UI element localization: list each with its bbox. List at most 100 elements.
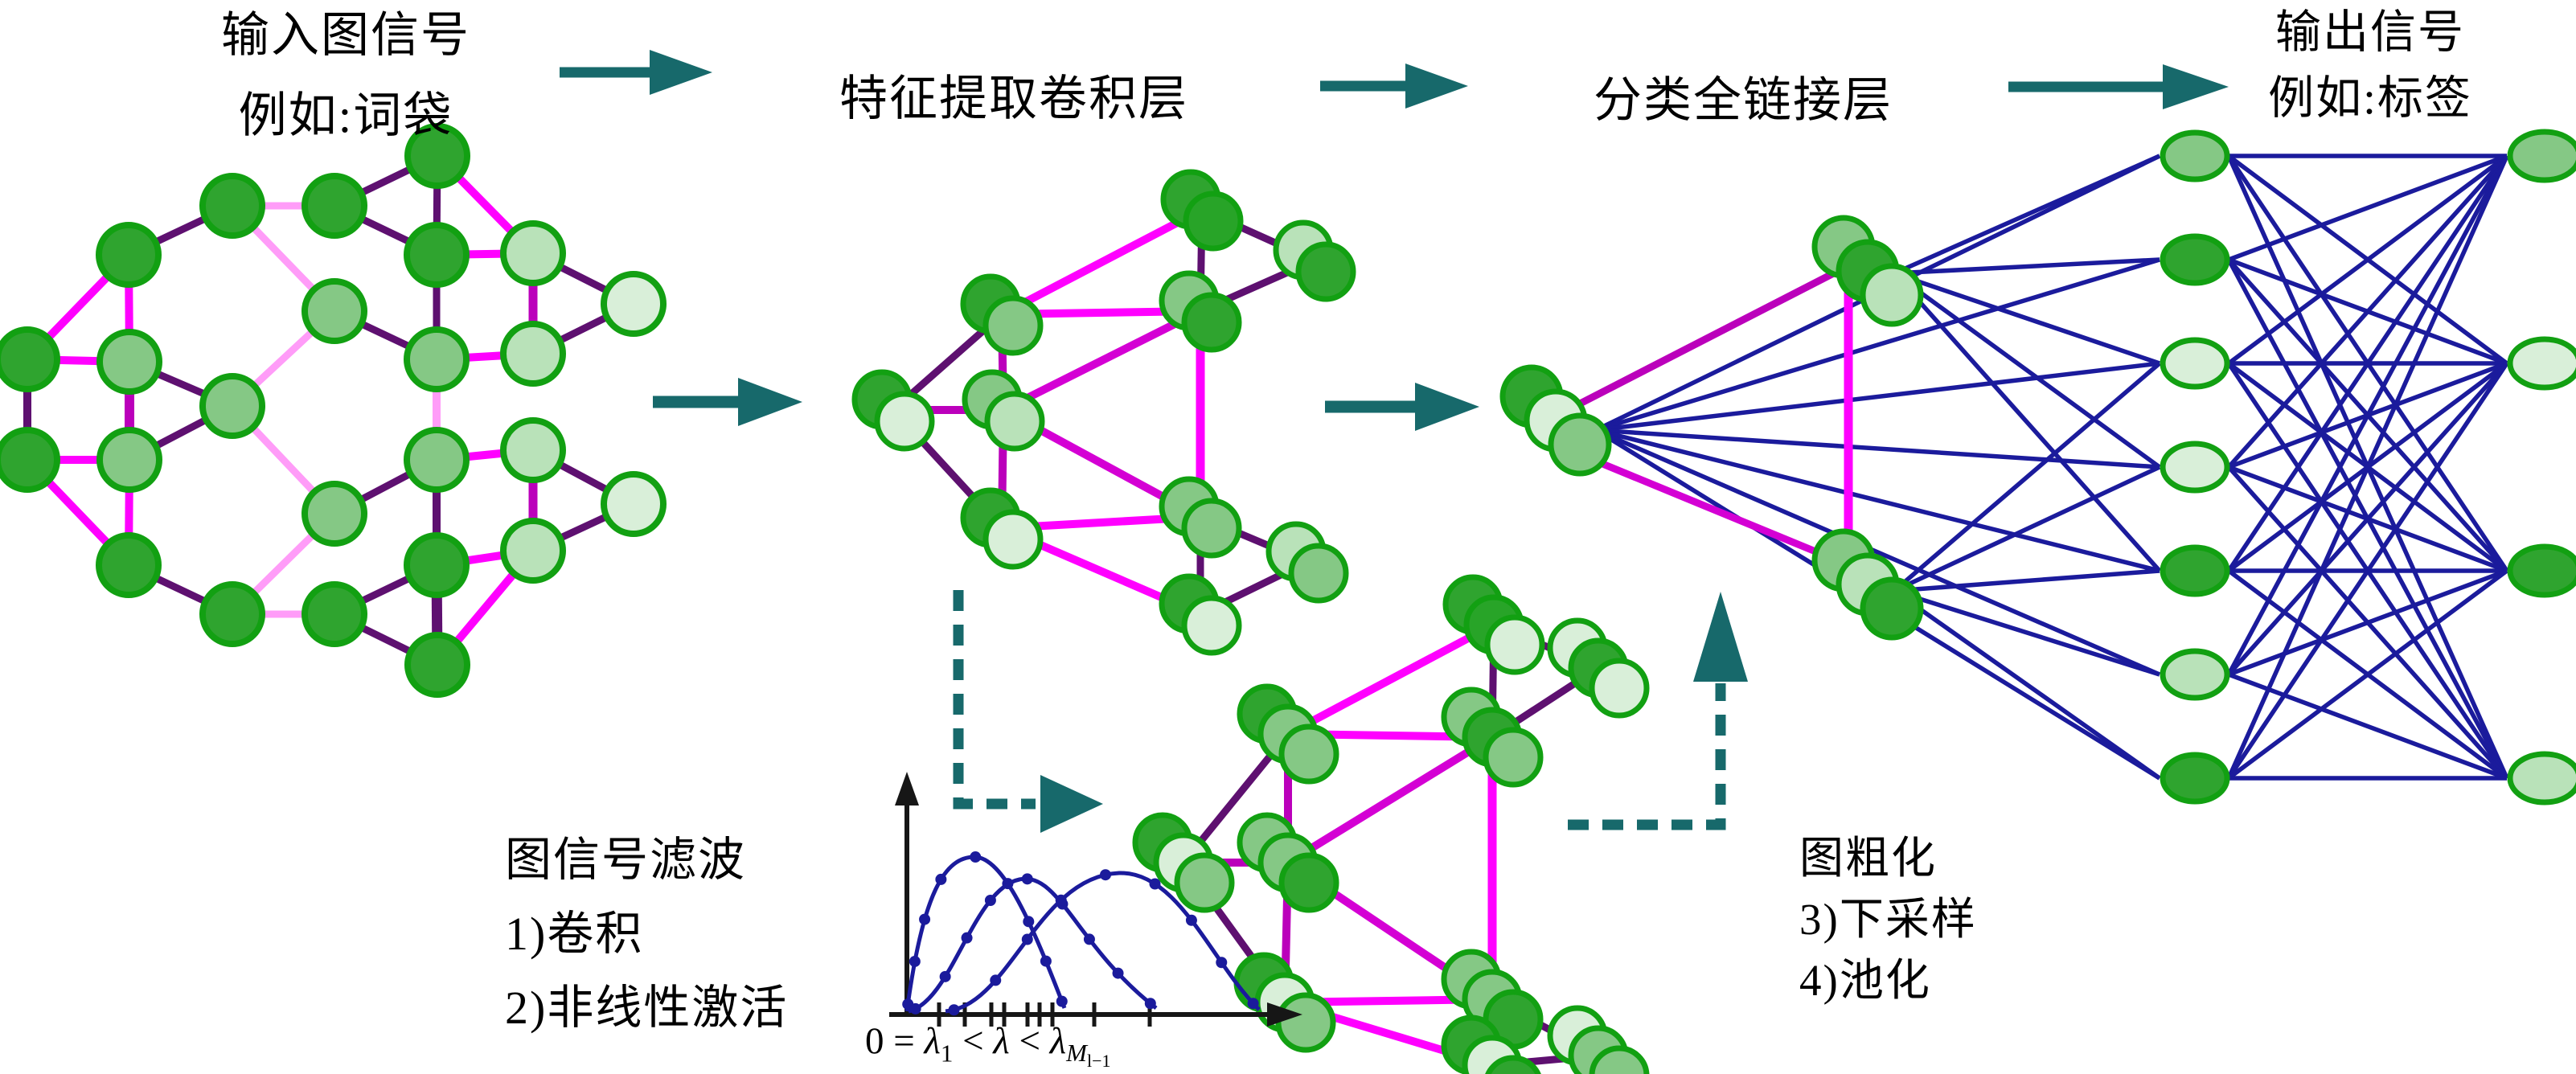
graph-node bbox=[96, 329, 162, 395]
fc-fan-line bbox=[2228, 568, 2508, 677]
graph-node bbox=[96, 427, 162, 493]
graph-node bbox=[601, 271, 667, 337]
feature-map-node bbox=[1483, 727, 1544, 788]
fc-fan-line bbox=[1594, 428, 2161, 677]
graph-node bbox=[601, 471, 667, 537]
graph-coarsening-note: 图粗化 3)下采样 4)池化 bbox=[1799, 828, 2217, 1011]
fc-layer-label: 分类全链接层 bbox=[1594, 74, 1893, 127]
pooled-feature-graph bbox=[1132, 574, 1650, 1074]
feature-map-node bbox=[1181, 292, 1242, 353]
fc-fan-line bbox=[1892, 272, 2162, 572]
fc-clusters bbox=[1499, 215, 1924, 641]
conv-feature-graph-edges bbox=[890, 206, 1316, 618]
feature-map-node bbox=[1174, 852, 1235, 913]
hidden-neuron bbox=[2160, 233, 2230, 286]
filter-curve-marker bbox=[909, 955, 921, 967]
graph-node bbox=[0, 427, 60, 493]
fc-fan-line bbox=[2226, 154, 2509, 780]
filter-curve-marker bbox=[961, 932, 973, 944]
filter-curve-marker bbox=[1055, 894, 1067, 906]
fc-fan-line bbox=[1893, 271, 2161, 469]
flow-arrows bbox=[560, 50, 2229, 431]
fc-fan-line bbox=[1893, 465, 2161, 593]
fc-fan-line bbox=[2228, 672, 2508, 781]
feature-map-node bbox=[982, 295, 1044, 356]
graph-node bbox=[404, 427, 470, 493]
hidden-neuron bbox=[2160, 337, 2230, 390]
graph-node bbox=[500, 321, 566, 387]
feature-map-node bbox=[1589, 1045, 1650, 1074]
graph-node bbox=[96, 532, 162, 598]
flow-arrow-head bbox=[738, 378, 802, 426]
fc-fan-line bbox=[2226, 362, 2509, 676]
graph-edge bbox=[1001, 307, 1203, 414]
filter-curve-marker bbox=[1023, 916, 1035, 928]
graph-node bbox=[199, 581, 265, 647]
feature-map-node bbox=[982, 509, 1044, 570]
graph-node bbox=[500, 220, 566, 286]
fc-fan-line bbox=[1893, 588, 2160, 677]
flow-arrow-head bbox=[2163, 64, 2229, 109]
filter-curve-marker bbox=[1083, 933, 1095, 945]
graph-coarsening-item-downsample: 3)下采样 bbox=[1799, 895, 1977, 944]
graph-coarsening-item-pooling: 4)池化 bbox=[1799, 956, 1931, 1005]
flow-arrow-head bbox=[1415, 383, 1479, 431]
fc-output-layer bbox=[2507, 129, 2576, 806]
feature-map-node bbox=[1860, 263, 1924, 327]
filter-curve-marker bbox=[1040, 955, 1052, 967]
fc-fan-line bbox=[1893, 271, 2160, 366]
graph-node bbox=[500, 417, 566, 483]
graph-edge bbox=[1286, 733, 1495, 867]
output-neuron bbox=[2507, 751, 2576, 806]
filter-curve-marker bbox=[1247, 998, 1259, 1010]
fc-fan-line bbox=[2226, 154, 2509, 469]
fc-fan-line bbox=[1893, 568, 2160, 593]
fc-fan-line bbox=[2227, 154, 2508, 366]
graph-node bbox=[301, 581, 367, 647]
graph-coarsening-title: 图粗化 bbox=[1799, 834, 1938, 883]
graph-node bbox=[404, 222, 470, 288]
feature-map-node bbox=[1589, 658, 1650, 719]
filter-curve-marker bbox=[990, 974, 1002, 986]
fc-fan-line bbox=[1893, 588, 2161, 781]
feature-map-node bbox=[1288, 543, 1349, 604]
output-neuron bbox=[2507, 336, 2576, 391]
hidden-neuron bbox=[2160, 544, 2230, 597]
graph-node bbox=[404, 632, 470, 698]
input-signal-label: 输入图信号 例如:词袋 bbox=[121, 0, 571, 156]
output-signal-label-line2: 例如:标签 bbox=[2268, 73, 2472, 124]
hidden-neuron bbox=[2160, 129, 2230, 182]
filter-curve-marker bbox=[1185, 914, 1197, 926]
feature-map-node bbox=[1485, 1055, 1541, 1074]
filter-curve-marker bbox=[1021, 873, 1033, 885]
eigenvalue-axis-formula: 0 = λ1 < λ < λMl−1 bbox=[865, 1020, 1111, 1072]
filter-curve-marker bbox=[970, 851, 982, 863]
plot-y-arrow bbox=[895, 772, 919, 806]
filter-curve-marker bbox=[1099, 869, 1111, 881]
graph-node bbox=[500, 518, 566, 584]
feature-map-node bbox=[1860, 576, 1924, 641]
filter-curve-marker bbox=[1216, 957, 1228, 969]
spectral-filter-plot bbox=[889, 772, 1302, 1027]
filter-curve-marker bbox=[948, 1004, 960, 1016]
graph-filtering-item-nonlinear: 2)非线性激活 bbox=[505, 982, 789, 1034]
graph-node bbox=[301, 173, 367, 239]
feature-map-node bbox=[1278, 724, 1339, 785]
graph-filtering-note: 图信号滤波 1)卷积 2)非线性激活 bbox=[505, 823, 1068, 1045]
graph-node bbox=[404, 532, 470, 598]
graph-edge bbox=[1286, 621, 1496, 738]
graph-filtering-item-conv: 1)卷积 bbox=[505, 908, 644, 960]
graph-edge bbox=[1557, 261, 1852, 418]
dashed-flow-arrow-head bbox=[1693, 592, 1748, 682]
output-neuron bbox=[2507, 543, 2576, 598]
feature-map-node bbox=[984, 391, 1045, 452]
filter-curve-marker bbox=[919, 913, 931, 925]
fc-cluster-edges bbox=[1557, 261, 1853, 567]
output-signal-label: 输出信号 例如:标签 bbox=[2161, 0, 2576, 132]
graph-node bbox=[301, 278, 367, 344]
fc-fan-line bbox=[1893, 154, 2161, 276]
graph-node bbox=[404, 123, 470, 189]
graph-node bbox=[199, 173, 265, 239]
output-neuron bbox=[2507, 129, 2576, 183]
